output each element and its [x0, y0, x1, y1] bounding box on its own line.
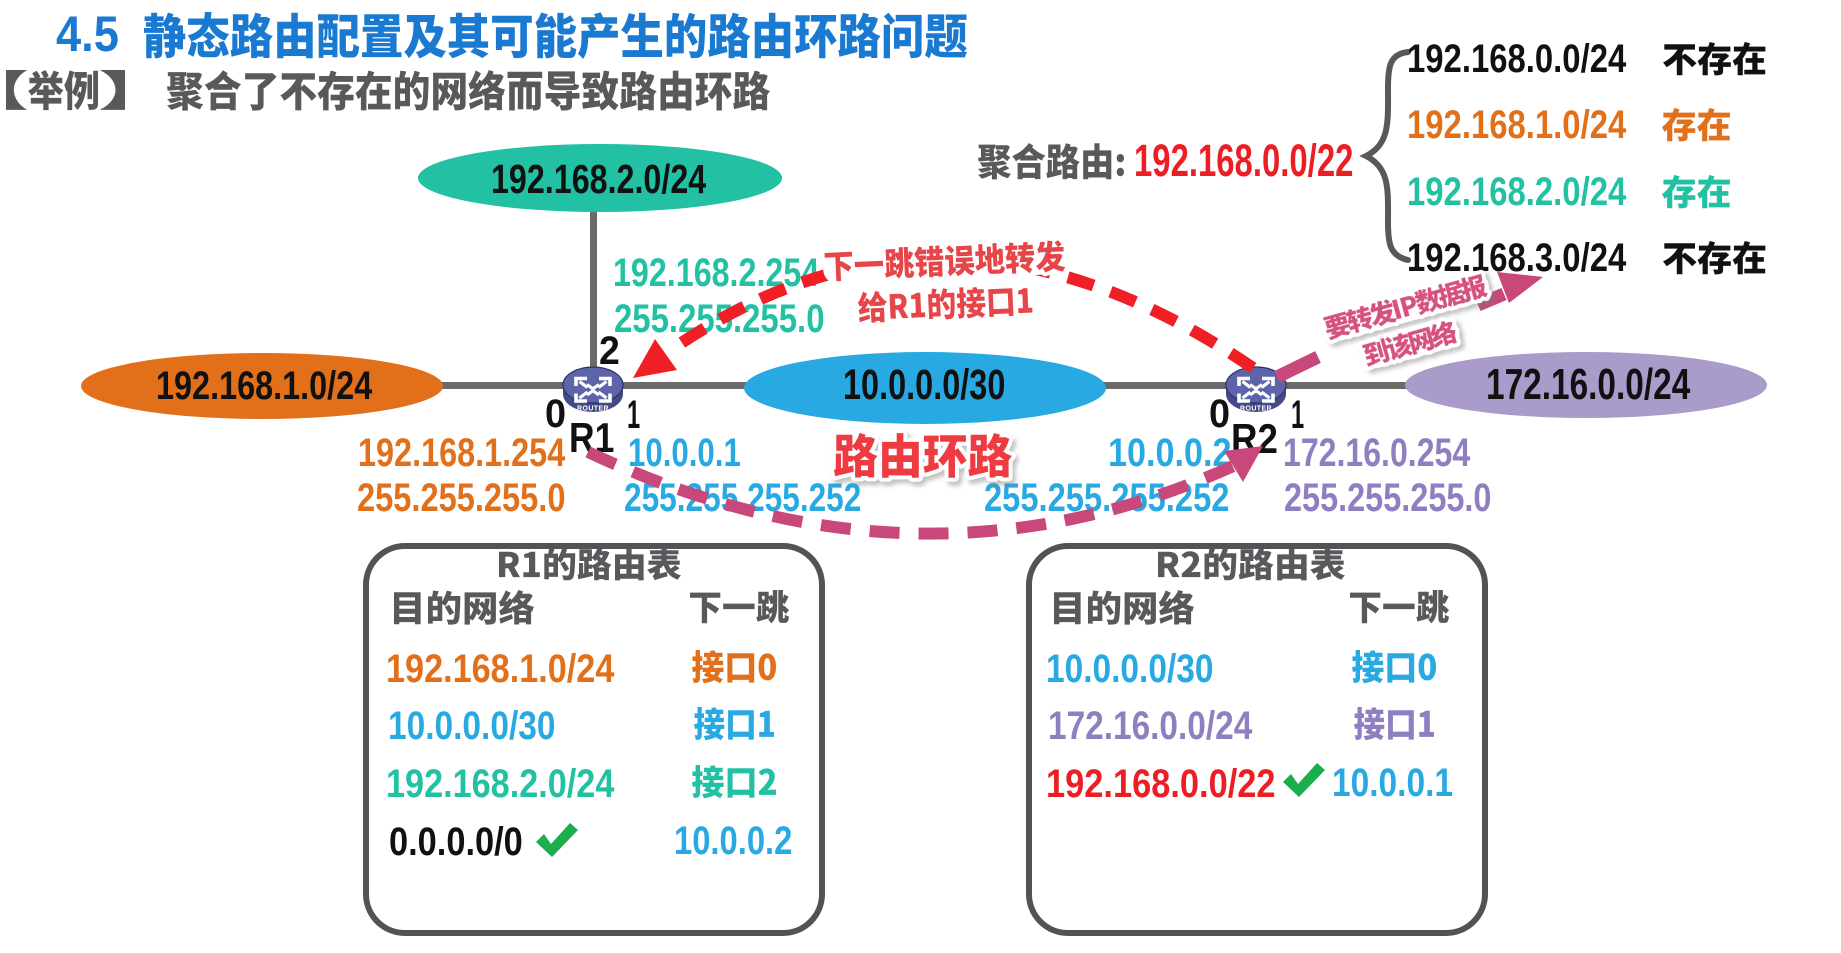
svg-text:ROUTER: ROUTER — [577, 406, 609, 413]
svg-text:ROUTER: ROUTER — [1240, 406, 1272, 413]
